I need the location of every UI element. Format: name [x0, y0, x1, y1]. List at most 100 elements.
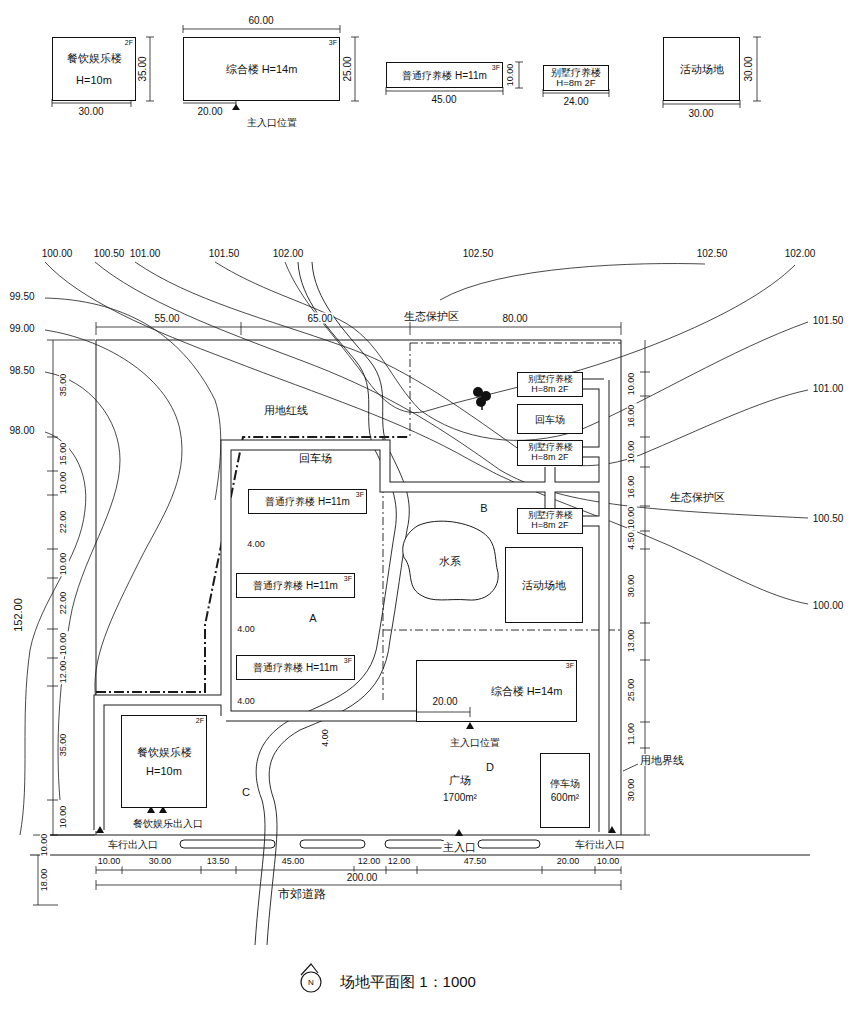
entrance-marker	[232, 104, 240, 110]
building-box: 停车场600m²	[540, 753, 590, 828]
contour-elevation: 101.00	[812, 383, 845, 394]
dimension-label: 10.00	[59, 471, 69, 496]
leader-line	[623, 764, 638, 771]
dimension-label: 47.50	[463, 857, 488, 867]
building-name: 餐饮娱乐楼	[137, 746, 192, 758]
entrance-label: 主入口	[442, 841, 477, 853]
dimension-label: 30.00	[687, 108, 714, 119]
contour-elevation: 99.50	[8, 291, 35, 302]
contour-elevation: 101.50	[812, 315, 845, 326]
floor-count: 2F	[196, 717, 204, 724]
node-body: 别墅疗养楼H=8m 2F	[518, 373, 582, 396]
dimension-label: 35.00	[59, 733, 69, 758]
building-name: 综合楼 H=14m	[491, 685, 563, 697]
building-name: 别墅疗养楼	[528, 375, 573, 385]
building-name: 停车场	[550, 778, 580, 789]
dimension-label: 13.50	[206, 857, 231, 867]
building-height: H=8m 2F	[531, 521, 568, 531]
zone-label: 生态保护区	[403, 310, 460, 322]
entrance-label: 车行出入口	[107, 839, 159, 850]
building-box: 别墅疗养楼H=8m 2F	[517, 440, 583, 466]
dimension-label: 80.00	[501, 313, 528, 324]
road-surface	[99, 380, 604, 833]
street	[30, 835, 810, 855]
dimension-label: 10.00	[596, 857, 621, 867]
node-body: 活动场地	[664, 38, 739, 100]
building-box: 别墅疗养楼H=8m 2F	[517, 372, 583, 397]
building-box: 综合楼 H=14m3F	[416, 660, 577, 722]
dimension-label: 4.00	[236, 625, 256, 635]
dimension-label: 20.00	[431, 696, 458, 707]
building-box: 活动场地	[505, 547, 583, 623]
dimension-label: 10.00	[59, 632, 69, 657]
contour-elevation: 100.00	[812, 600, 845, 611]
building-name: 活动场地	[680, 63, 724, 75]
dimension-label: 13.00	[627, 629, 637, 654]
building-box: 回车场	[517, 404, 583, 434]
floor-count: 3F	[344, 575, 352, 582]
dimension-label: 35.00	[137, 55, 148, 82]
zone-label: 回车场	[298, 452, 333, 464]
dimension-label: 11.00	[627, 722, 637, 746]
dimension-label: 45.00	[281, 857, 306, 867]
plaza-label: 1700m²	[442, 792, 478, 803]
dimension-label: 65.00	[306, 313, 333, 324]
node-body: 综合楼 H=14m	[184, 38, 339, 100]
node-body: 别墅疗养楼H=8m 2F	[544, 66, 608, 90]
dimension-label: 30.00	[627, 778, 637, 803]
dimension-label: 16.00	[627, 404, 637, 429]
zone-letter: C	[241, 786, 251, 798]
dimension-label: 22.00	[59, 510, 69, 535]
building-box: 普通疗养楼 H=11m3F	[386, 62, 503, 88]
tree-symbol	[473, 387, 491, 410]
dimension-label: 12.00	[59, 660, 69, 685]
dimension-label: 20.00	[556, 857, 581, 867]
contour-lines	[20, 262, 808, 835]
building-name: 普通疗养楼 H=11m	[402, 70, 487, 81]
dimension-label: 30.00	[743, 55, 754, 82]
node-body: 普通疗养楼 H=11m	[237, 574, 354, 597]
zone-label: 用地界线	[639, 754, 685, 766]
node-body: 回车场	[518, 405, 582, 433]
zone-letter: D	[485, 761, 495, 773]
building-box: 餐饮娱乐楼H=10m2F	[121, 715, 207, 808]
building-name: 餐饮娱乐楼	[67, 52, 122, 64]
building-box: 普通疗养楼 H=11m3F	[236, 655, 355, 680]
building-box: 普通疗养楼 H=11m3F	[236, 573, 355, 598]
dimension-label: 30.00	[77, 106, 104, 117]
floor-count: 2F	[125, 39, 133, 46]
dimension-label: 4.00	[321, 728, 331, 748]
floor-count: 3F	[344, 657, 352, 664]
contour-elevation: 98.00	[8, 425, 35, 436]
dimension-label: 4.50	[627, 531, 637, 551]
stream	[255, 262, 409, 945]
dimension-label: 30.00	[627, 574, 637, 599]
dimension-label: 4.00	[236, 697, 256, 707]
dimension-label: 30.00	[148, 857, 173, 867]
dimension-label: 16.00	[627, 475, 637, 500]
contour-elevation: 100.00	[41, 248, 74, 259]
road-edge	[99, 380, 604, 832]
dimension-label: 10.00	[627, 372, 637, 397]
contour-elevation: 102.50	[462, 248, 495, 259]
dimension-label: 25.00	[342, 55, 353, 82]
dimension-label: 10.00	[59, 552, 69, 577]
north-letter: N	[307, 979, 315, 988]
plaza-label: 广场	[448, 774, 472, 786]
drawing-caption: 场地平面图 1：1000	[339, 974, 477, 991]
entrance-label: 主入口位置	[246, 117, 298, 128]
north-arrow	[301, 964, 321, 992]
dimension-label: 10.00	[97, 857, 122, 867]
dimension-label: 35.00	[59, 373, 69, 398]
site-boundary	[96, 340, 621, 835]
dimension-label: 12.00	[357, 857, 382, 867]
node-body: 普通疗养楼 H=11m	[249, 490, 366, 513]
contour-elevation: 102.50	[696, 248, 729, 259]
dimension-label: 18.00	[40, 868, 50, 893]
node-body: 综合楼 H=14m	[477, 661, 576, 721]
dimension-label: 55.00	[153, 313, 180, 324]
zone-letter: A	[308, 612, 317, 624]
building-name: 普通疗养楼 H=11m	[265, 496, 350, 507]
